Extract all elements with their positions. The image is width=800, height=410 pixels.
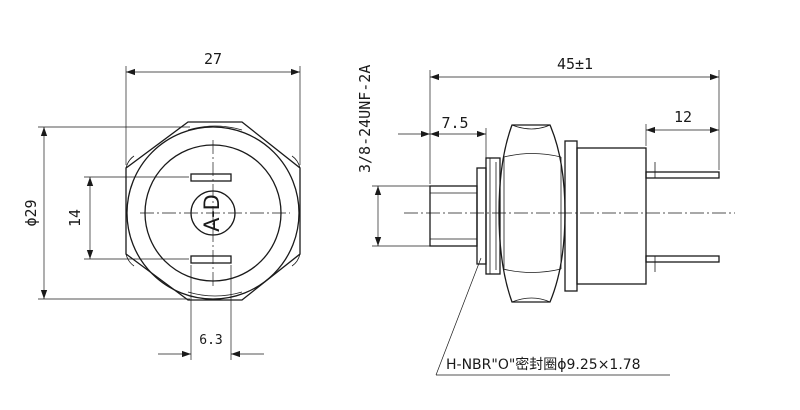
length-dim: 45±1 xyxy=(557,55,593,73)
pin-bottom xyxy=(645,255,720,263)
o-ring xyxy=(476,167,487,265)
front-view: A-D 27 ϕ29 14 6.3 xyxy=(22,50,301,360)
side-view: 3/8-24UNF-2A 45±1 7.5 12 H-NBR"O"密封圈ϕ9.2… xyxy=(356,55,735,376)
pin-length-dim: 12 xyxy=(674,108,692,126)
seal-note: H-NBR"O"密封圈ϕ9.25×1.78 xyxy=(446,356,641,373)
pin-width-dim: 6.3 xyxy=(199,333,222,348)
terminal-bottom xyxy=(190,255,232,264)
port-dim: 7.5 xyxy=(441,114,468,132)
diameter-dim: ϕ29 xyxy=(22,199,40,226)
hex-body xyxy=(498,124,566,303)
threaded-port xyxy=(429,185,478,247)
sensor-body xyxy=(576,147,647,285)
terminal-top xyxy=(190,173,232,182)
pin-top xyxy=(645,171,720,179)
outer-circle xyxy=(126,126,300,300)
hex-outline xyxy=(125,121,301,301)
width-dim: 27 xyxy=(204,50,222,68)
marking-text: A-D xyxy=(200,194,224,232)
thread-dim: 3/8-24UNF-2A xyxy=(356,65,374,173)
pin-spacing-dim: 14 xyxy=(66,209,84,227)
